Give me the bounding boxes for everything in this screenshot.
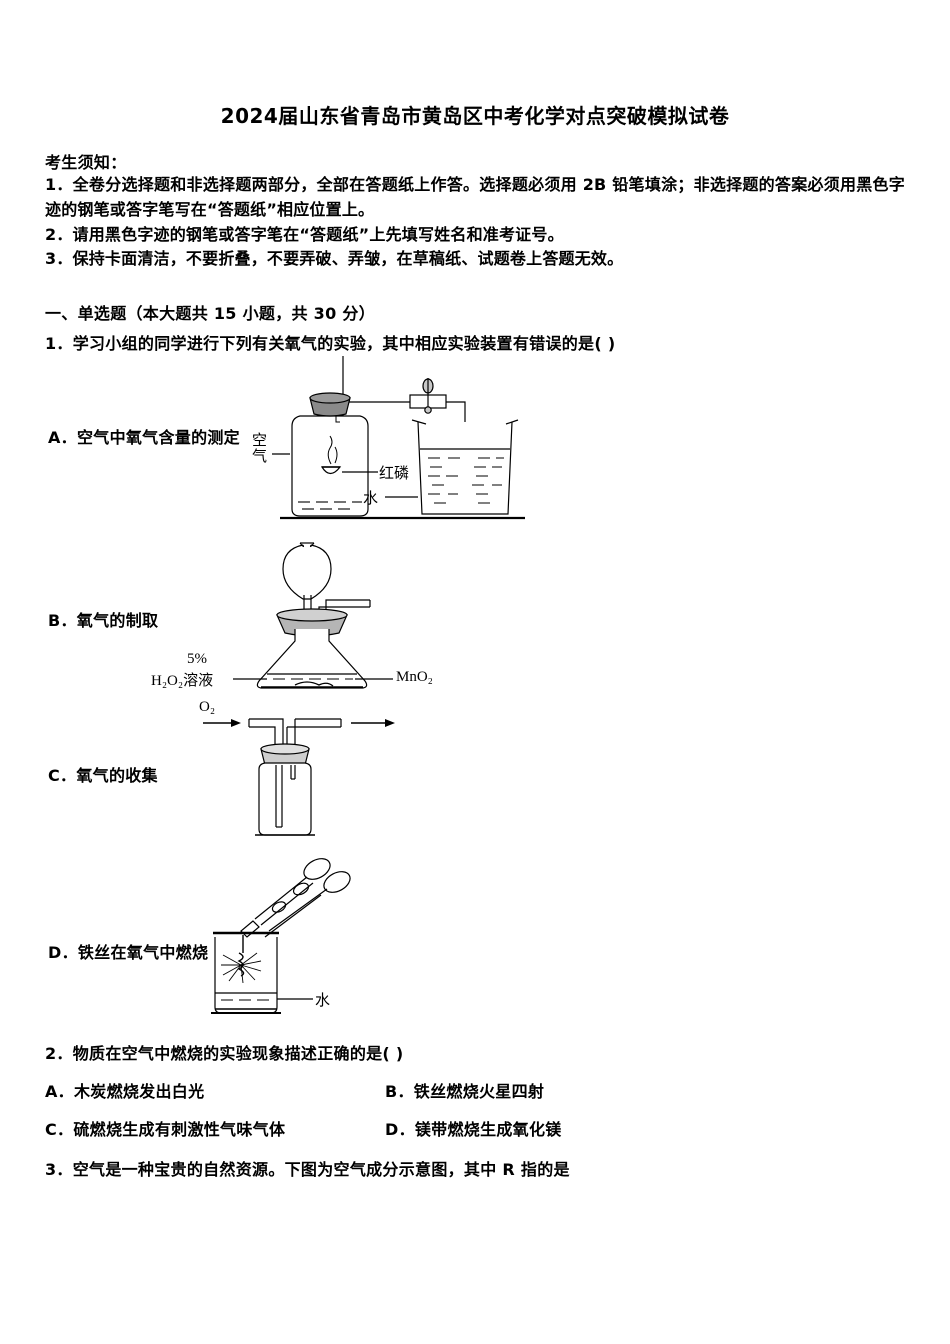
section-heading: 一、单选题（本大题共 15 小题，共 30 分） [45, 304, 376, 324]
figure-oxygen-preparation: 5% H₂O₂溶液 MnO₂ [151, 529, 475, 697]
notice-item-3: 3．保持卡面清洁，不要折叠，不要弄破、弄皱，在草稿纸、试题卷上答题无效。 [45, 249, 624, 269]
question-1-option-c: C．氧气的收集 [45, 697, 905, 847]
figure-b-svg [233, 542, 393, 689]
question-2-option-b: B．铁丝燃烧火星四射 [385, 1082, 545, 1102]
figure-b-label-h2o2-solution: H₂O₂溶液 [151, 673, 214, 690]
figure-a-label-red-phosphorus: 红磷 [379, 466, 410, 483]
figure-a-label-air: 空气 [250, 432, 266, 465]
figure-b-label-percent: 5% [187, 651, 207, 668]
question-2-option-c: C．硫燃烧生成有刺激性气味气体 [45, 1120, 286, 1140]
question-1-option-b: B．氧气的制取 [45, 529, 905, 697]
question-2-options-row-2: C．硫燃烧生成有刺激性气味气体 D．镁带燃烧生成氧化镁 [45, 1116, 905, 1140]
figure-iron-wire-burning: 水 [195, 847, 495, 1022]
question-3-stem: 3．空气是一种宝贵的自然资源。下图为空气成分示意图，其中 R 指的是 [45, 1160, 570, 1180]
figure-c-label-o2: O₂ [199, 699, 216, 716]
question-1-stem: 1．学习小组的同学进行下列有关氧气的实验，其中相应实验装置有错误的是( ) [45, 334, 616, 354]
notice-heading: 考生须知： [45, 153, 127, 172]
figure-a-label-water: 水 [363, 491, 379, 508]
figure-d-svg [211, 858, 351, 1015]
question-2-options-row-1: A．木炭燃烧发出白光 B．铁丝燃烧火星四射 [45, 1078, 905, 1102]
question-2-option-d: D．镁带燃烧生成氧化镁 [385, 1120, 562, 1140]
page-title: 2024届山东省青岛市黄岛区中考化学对点突破模拟试卷 [220, 104, 730, 128]
figure-c-svg [203, 718, 395, 836]
question-1-option-d: D．铁丝在氧气中燃烧 [45, 847, 905, 1022]
figure-a-svg [272, 356, 525, 520]
option-b-label: B．氧气的制取 [48, 611, 159, 631]
option-a-label: A．空气中氧气含量的测定 [48, 428, 240, 448]
notice-item-2: 2．请用黑色字迹的钢笔或答字笔在“答题纸”上先填写姓名和准考证号。 [45, 224, 564, 244]
option-d-label: D．铁丝在氧气中燃烧 [48, 943, 209, 963]
notice-item-1: 1．全卷分选择题和非选择题两部分，全部在答题纸上作答。选择题必须用 2B 铅笔填… [45, 175, 905, 219]
question-1-option-a: A．空气中氧气含量的测定 [45, 354, 905, 529]
question-2-option-a: A．木炭燃烧发出白光 [45, 1082, 205, 1102]
option-c-label: C．氧气的收集 [48, 766, 158, 786]
figure-d-label-water: 水 [315, 993, 331, 1010]
figure-oxygen-collection: O₂ [155, 697, 475, 847]
figure-air-oxygen-measurement: 空气 红磷 水 [250, 354, 550, 529]
figure-b-label-mno2: MnO₂ [396, 669, 433, 686]
question-2-stem: 2．物质在空气中燃烧的实验现象描述正确的是( ) [45, 1044, 404, 1064]
